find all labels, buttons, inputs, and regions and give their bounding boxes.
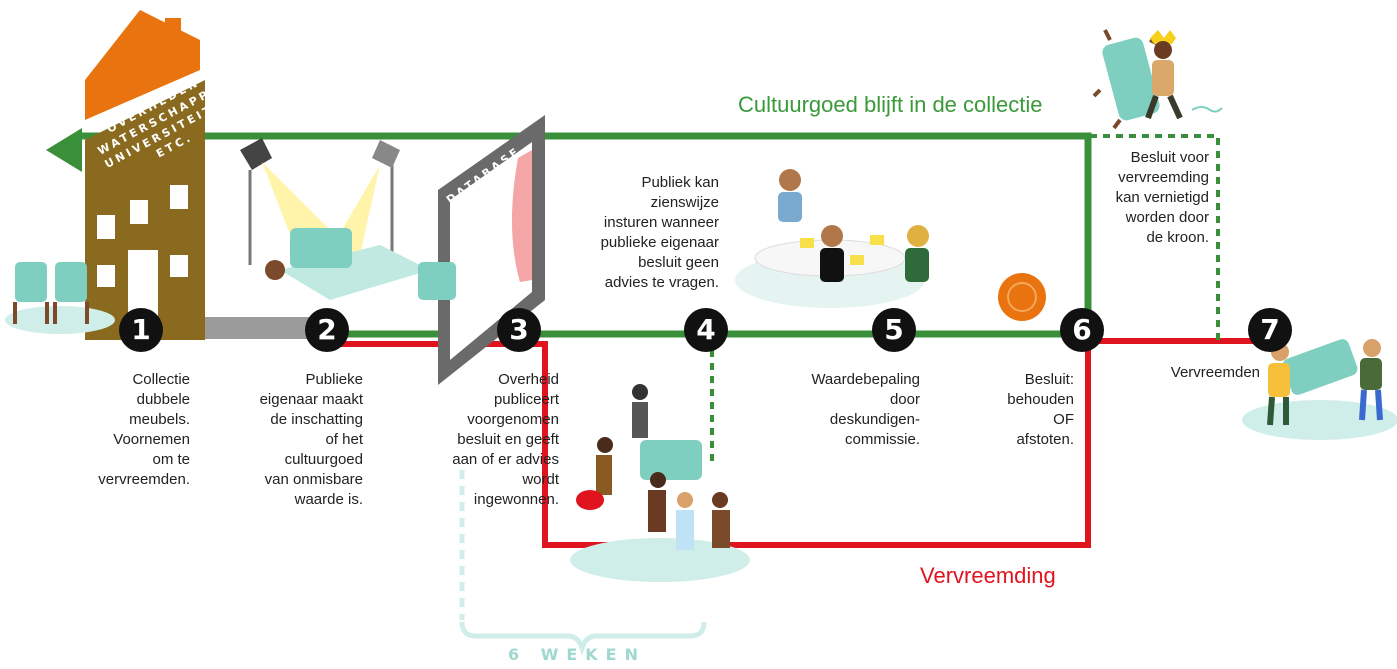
spotlight-icon — [240, 138, 430, 300]
building-icon — [85, 10, 205, 340]
dashed-line-crown — [1090, 134, 1220, 340]
meeting-icon — [735, 169, 929, 308]
step-badge: 5 — [872, 308, 916, 352]
six-weeks-brace — [459, 621, 707, 656]
furniture-icon — [5, 262, 115, 334]
step-badge: 7 — [1248, 308, 1292, 352]
king-icon — [1092, 29, 1223, 130]
step-6-text: Besluit: behouden OF afstoten. — [1007, 371, 1074, 448]
step-badge: 2 — [305, 308, 349, 352]
step-badge: 4 — [684, 308, 728, 352]
crown-note-text: Besluit voor vervreemding kan vernietigd… — [1115, 149, 1209, 246]
top-path-title: Cultuurgoed blijft in de collectie — [738, 92, 1043, 117]
step-7-text: Vervreemden — [1170, 364, 1260, 381]
step-1-text: Collectie dubbele meubels. Voornemen om … — [98, 371, 190, 488]
step-badge: 3 — [497, 308, 541, 352]
bottom-path-title: Vervreemding — [920, 563, 1056, 588]
step-badge: 6 — [1060, 308, 1104, 352]
step-5-text: Waardebepaling door deskundigen- commiss… — [811, 371, 920, 448]
step-badge: 1 — [119, 308, 163, 352]
duration-label: 6 WEKEN — [508, 645, 646, 664]
movers-icon — [1242, 339, 1397, 440]
green-arrow-head — [46, 128, 82, 172]
step-2-text: Publieke eigenaar maakt de inschatting o… — [259, 371, 363, 508]
step-3-text: Overheid publiceert voorgenomen besluit … — [452, 371, 559, 508]
people-icon — [570, 384, 750, 582]
wax-seal-icon — [998, 273, 1046, 321]
step-4-text: Publiek kan zienswijze insturen wanneer … — [600, 174, 719, 291]
